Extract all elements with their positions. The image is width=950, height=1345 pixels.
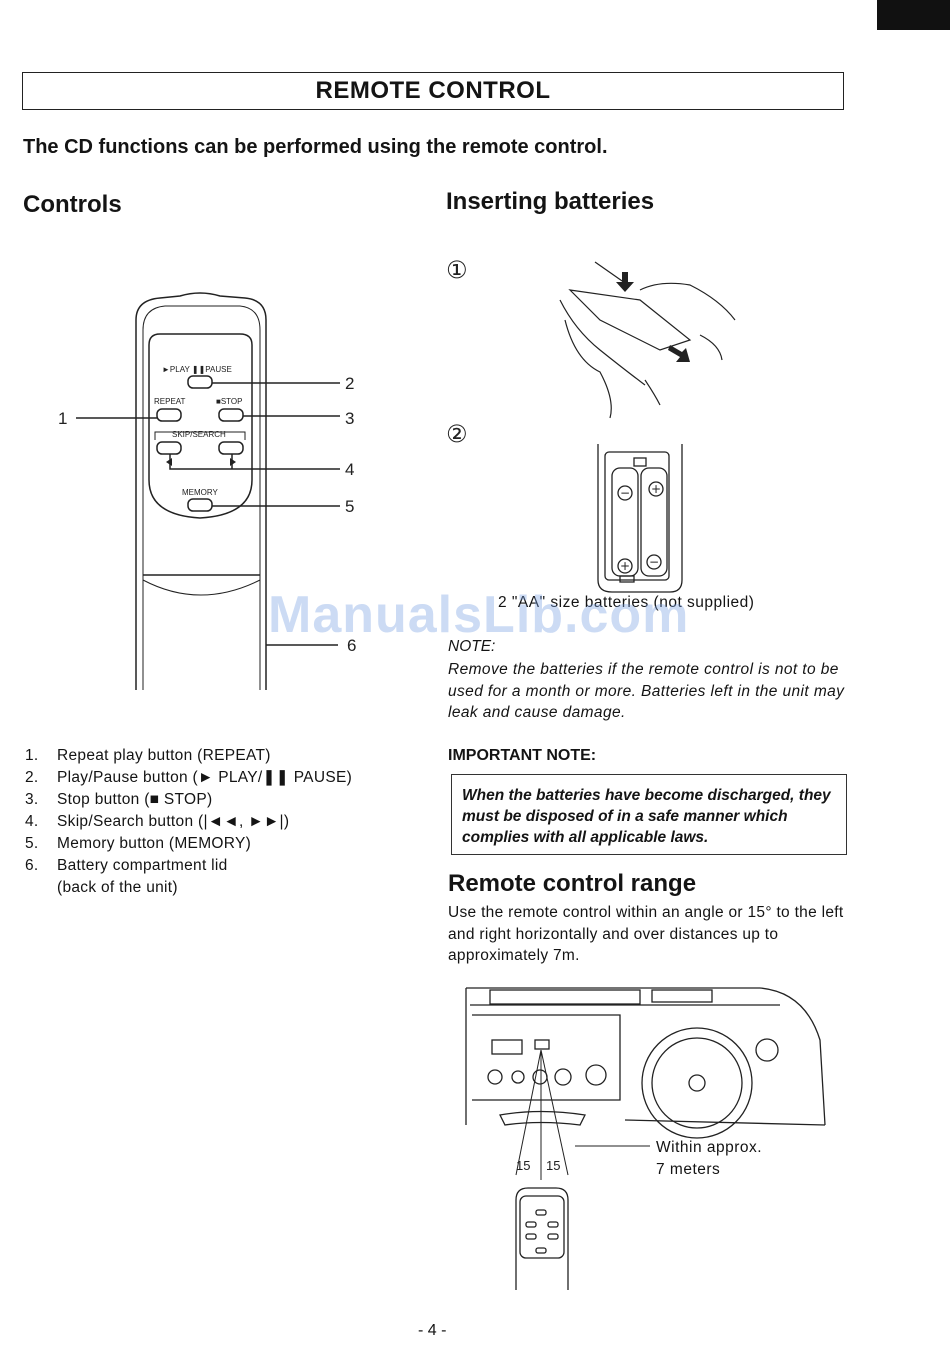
list-num — [25, 877, 57, 899]
list-text: (back of the unit) — [57, 879, 178, 896]
controls-list: 1. Repeat play button (REPEAT) 2. Play/Pau… — [25, 745, 352, 899]
minus-icon: − — [649, 555, 659, 569]
step-1-marker: ① — [446, 256, 468, 284]
range-heading: Remote control range — [448, 870, 697, 897]
distance-line-1: Within approx. — [656, 1139, 763, 1156]
distance-label: Within approx. 7 meters — [656, 1137, 762, 1181]
label-memory: MEMORY — [182, 488, 219, 497]
callout-1: 1 — [58, 409, 67, 428]
range-angle-lines — [515, 1049, 650, 1180]
note-heading: NOTE: — [448, 638, 496, 655]
list-num: 3. — [25, 791, 39, 808]
watermark: ManualsLib.com — [268, 586, 690, 644]
battery-right — [640, 467, 668, 577]
list-item: 4. Skip/Search button (|◄◄, ►►|) — [25, 811, 352, 833]
important-note-heading: IMPORTANT NOTE: — [448, 747, 597, 764]
down-arrow-icon — [616, 272, 634, 292]
play-pause-key — [187, 375, 213, 389]
corner-tab — [877, 0, 950, 30]
minus-icon: − — [620, 486, 630, 500]
list-text: Battery compartment lid — [57, 857, 228, 874]
important-note-body: When the batteries have become discharge… — [462, 787, 831, 846]
battery-compartment — [597, 444, 683, 593]
page-number: - 4 - — [418, 1322, 447, 1339]
important-note-box: When the batteries have become discharge… — [451, 774, 847, 855]
repeat-key — [156, 408, 182, 422]
list-text: Stop button (■ STOP) — [57, 791, 213, 808]
label-stop: ■STOP — [216, 397, 242, 406]
list-item: 3. Stop button (■ STOP) — [25, 789, 352, 811]
label-repeat: REPEAT — [154, 397, 186, 406]
skip-forward-key — [218, 441, 244, 455]
list-num: 5. — [25, 835, 39, 852]
step-1-illustration — [559, 261, 736, 419]
list-text: Play/Pause button (► PLAY/❚❚ PAUSE) — [57, 769, 353, 786]
note-body: Remove the batteries if the remote contr… — [448, 661, 845, 721]
intro-text: The CD functions can be performed using … — [23, 136, 608, 158]
speaker-center — [688, 1074, 706, 1092]
remote-body-outline — [135, 292, 267, 690]
list-text: Memory button (MEMORY) — [57, 835, 252, 852]
callout-line-4 — [169, 454, 340, 470]
callout-4: 4 — [345, 460, 354, 479]
stop-key — [218, 408, 244, 422]
skip-forward-icon — [230, 458, 236, 466]
page-title: REMOTE CONTROL — [315, 77, 551, 104]
callout-5: 5 — [345, 497, 354, 516]
list-num: 4. — [25, 813, 39, 830]
list-item: 6. Battery compartment lid — [25, 855, 352, 877]
batteries-caption: 2 "AA" size batteries (not supplied) — [498, 594, 755, 611]
memory-key — [187, 498, 213, 512]
label-play-pause: ►PLAY ❚❚PAUSE — [162, 365, 232, 374]
callout-3: 3 — [345, 409, 354, 428]
list-item: 2. Play/Pause button (► PLAY/❚❚ PAUSE) — [25, 767, 352, 789]
speaker-outer — [641, 1027, 753, 1139]
list-text: Repeat play button (REPEAT) — [57, 747, 271, 764]
label-skip-search: SKIP/SEARCH — [172, 430, 226, 439]
title-box: REMOTE CONTROL — [22, 72, 844, 110]
sensor-window — [534, 1039, 550, 1050]
list-num: 2. — [25, 769, 39, 786]
slide-arrow-icon — [668, 345, 690, 362]
small-remote-illustration — [515, 1187, 569, 1290]
distance-line-2: 7 meters — [656, 1161, 721, 1178]
list-num: 1. — [25, 747, 39, 764]
stereo-unit-illustration — [465, 987, 826, 1139]
callout-2: 2 — [345, 374, 354, 393]
list-item: (back of the unit) — [25, 877, 352, 899]
plus-icon: + — [620, 559, 630, 573]
remote-control-panel — [148, 333, 253, 519]
plus-icon: + — [651, 482, 661, 496]
angle-right-label: 15 — [546, 1158, 560, 1173]
list-item: 5. Memory button (MEMORY) — [25, 833, 352, 855]
skip-back-key — [156, 441, 182, 455]
list-text: Skip/Search button (|◄◄, ►►|) — [57, 813, 290, 830]
angle-left-label: 15 — [516, 1158, 530, 1173]
batteries-heading: Inserting batteries — [446, 188, 655, 215]
skip-back-icon — [166, 458, 172, 466]
step-2-marker: ② — [446, 420, 468, 448]
list-num: 6. — [25, 857, 39, 874]
callout-6: 6 — [347, 636, 356, 655]
range-body: Use the remote control within an angle o… — [448, 904, 844, 964]
list-item: 1. Repeat play button (REPEAT) — [25, 745, 352, 767]
controls-heading: Controls — [23, 191, 122, 218]
